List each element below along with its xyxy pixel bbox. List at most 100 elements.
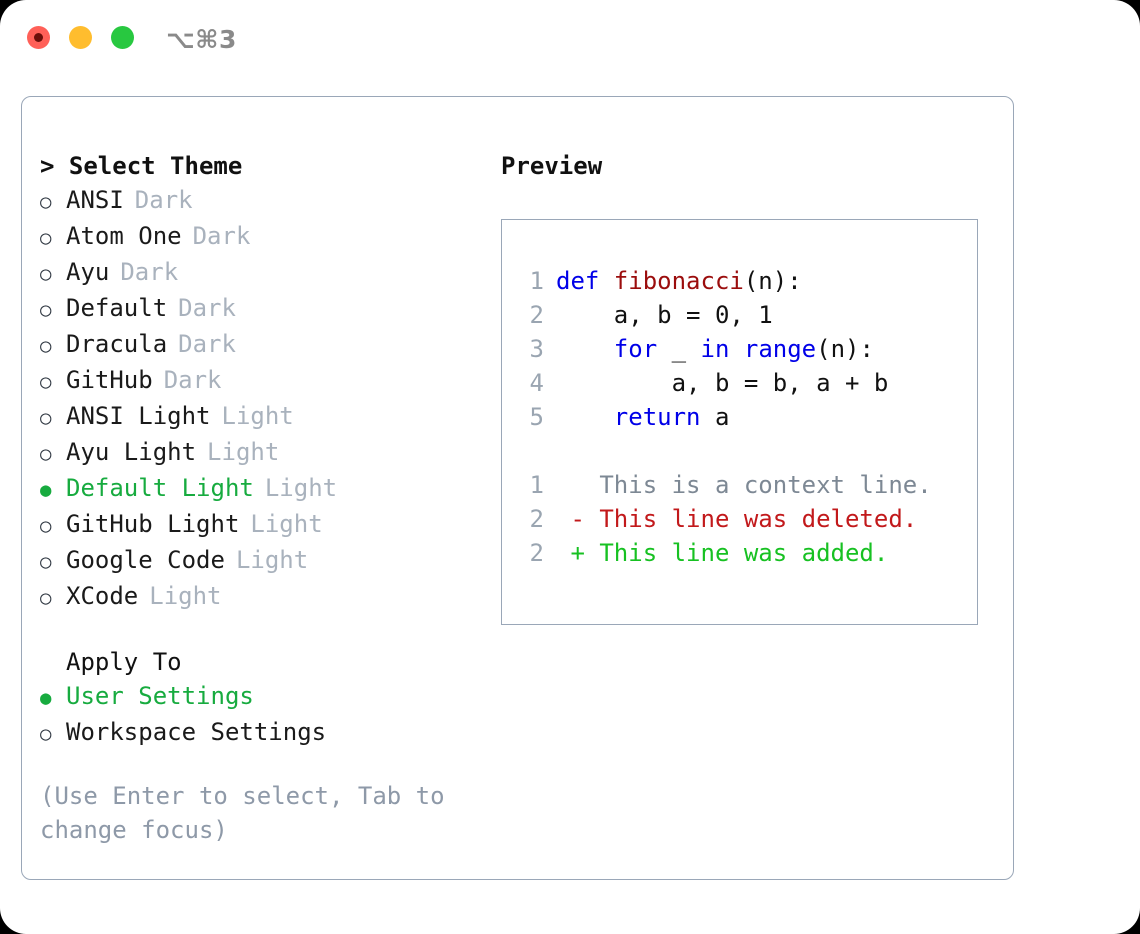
code-token: def	[556, 267, 614, 295]
theme-variant-tag: Light	[221, 402, 294, 430]
radio-unselected-icon: ○	[40, 371, 52, 393]
code-token: fibonacci	[613, 267, 744, 295]
theme-variant-tag: Dark	[178, 330, 236, 358]
theme-variant-tag: Dark	[178, 294, 236, 322]
line-number: 2	[529, 539, 544, 567]
code-token: a	[700, 403, 730, 431]
theme-option-label: Google Code	[66, 546, 225, 574]
apply-to-option-user-settings[interactable]: ● User Settings	[40, 679, 500, 715]
select-theme-header: > Select Theme	[40, 149, 500, 183]
theme-option-default-light[interactable]: ● Default Light Light	[40, 471, 500, 507]
code-line: 4 a, b = b, a + b	[514, 366, 971, 400]
theme-option-label: XCode	[66, 582, 139, 610]
keyboard-shortcut-label: ⌥⌘3	[166, 25, 237, 54]
line-number: 2	[529, 301, 544, 329]
code-token: return	[613, 403, 701, 431]
apply-to-option-list: ● User Settings ○Workspace Settings	[40, 679, 500, 751]
radio-unselected-icon: ○	[40, 515, 52, 537]
traffic-light-buttons	[27, 26, 134, 49]
radio-unselected-icon: ○	[40, 335, 52, 357]
theme-option-label: ANSI Light	[66, 402, 211, 430]
radio-unselected-icon: ○	[40, 587, 52, 609]
theme-option-github-light[interactable]: ○ GitHub Light Light	[40, 507, 500, 543]
code-token: (n):	[816, 335, 874, 363]
code-line: 2 a, b = 0, 1	[514, 298, 971, 332]
theme-variant-tag: Light	[207, 438, 280, 466]
code-token: _	[657, 335, 701, 363]
minimize-window-button[interactable]	[69, 26, 92, 49]
theme-option-label: Default	[66, 294, 168, 322]
diff-line: 2 - This line was deleted.	[514, 502, 971, 536]
radio-selected-icon: ●	[40, 479, 52, 501]
theme-option-ayu-light[interactable]: ○ Ayu Light Light	[40, 435, 500, 471]
line-number: 2	[529, 505, 544, 533]
radio-unselected-icon: ○	[40, 227, 52, 249]
theme-variant-tag: Light	[149, 582, 222, 610]
diff-sample: 1 This is a context line.2 - This line w…	[514, 468, 971, 570]
theme-option-label: GitHub	[66, 366, 153, 394]
spacer	[514, 434, 971, 468]
line-number: 3	[529, 335, 544, 363]
theme-variant-tag: Light	[235, 546, 309, 574]
theme-option-xcode[interactable]: ○ XCode Light	[40, 579, 500, 615]
theme-option-ayu[interactable]: ○ Ayu Dark	[40, 255, 500, 291]
theme-option-label: GitHub Light	[66, 510, 240, 538]
code-token: a, b = 0, 1	[556, 301, 773, 329]
code-token	[556, 403, 614, 431]
radio-unselected-icon: ○	[40, 263, 52, 285]
radio-unselected-icon: ○	[40, 443, 52, 465]
theme-variant-tag: Dark	[163, 366, 222, 394]
theme-option-label: Ayu	[66, 258, 110, 286]
title-bar: ⌥⌘3	[0, 0, 1140, 80]
theme-variant-tag: Dark	[134, 186, 193, 214]
line-number: 5	[529, 403, 544, 431]
diff-line: 1 This is a context line.	[514, 468, 971, 502]
keyboard-hint-text: (Use Enter to select, Tab to change focu…	[40, 782, 460, 844]
code-token: range	[743, 335, 817, 363]
apply-to-header: Apply To	[66, 648, 182, 676]
radio-unselected-icon: ○	[40, 191, 52, 213]
maximize-window-button[interactable]	[111, 26, 134, 49]
diff-token: This is a context line.	[556, 471, 932, 499]
apply-to-option-workspace-settings[interactable]: ○Workspace Settings	[40, 715, 500, 751]
radio-selected-icon: ●	[40, 687, 52, 709]
theme-option-google-code[interactable]: ○ Google Code Light	[40, 543, 500, 579]
theme-option-ansi-light[interactable]: ○ ANSI Light Light	[40, 399, 500, 435]
theme-option-label: Ayu Light	[66, 438, 197, 466]
theme-option-label: Atom One	[66, 222, 182, 250]
apply-to-option-label: Workspace Settings	[66, 718, 327, 746]
apply-to-option-label: User Settings	[66, 682, 254, 710]
theme-option-github[interactable]: ○ GitHub Dark	[40, 363, 500, 399]
code-token: a, b = b, a + b	[556, 369, 889, 397]
code-token: for	[613, 335, 658, 363]
radio-unselected-icon: ○	[40, 299, 52, 321]
theme-option-ansi[interactable]: ○ ANSI Dark	[40, 183, 500, 219]
theme-option-label: Default Light	[66, 474, 254, 502]
code-line: 5 return a	[514, 400, 971, 434]
radio-unselected-icon: ○	[40, 551, 52, 573]
theme-variant-tag: Dark	[120, 258, 179, 286]
close-window-button[interactable]	[27, 26, 50, 49]
select-theme-header-label: Select Theme	[68, 152, 243, 180]
diff-line: 2 + This line was added.	[514, 536, 971, 570]
theme-variant-tag: Light	[264, 474, 338, 502]
preview-header: Preview	[501, 152, 603, 180]
theme-option-default[interactable]: ○ Default Dark	[40, 291, 500, 327]
code-token	[556, 335, 614, 363]
code-token: in	[700, 335, 744, 363]
theme-variant-tag: Light	[250, 510, 323, 538]
code-token: (n):	[743, 267, 802, 295]
radio-unselected-icon: ○	[40, 407, 52, 429]
theme-option-label: ANSI	[66, 186, 124, 214]
